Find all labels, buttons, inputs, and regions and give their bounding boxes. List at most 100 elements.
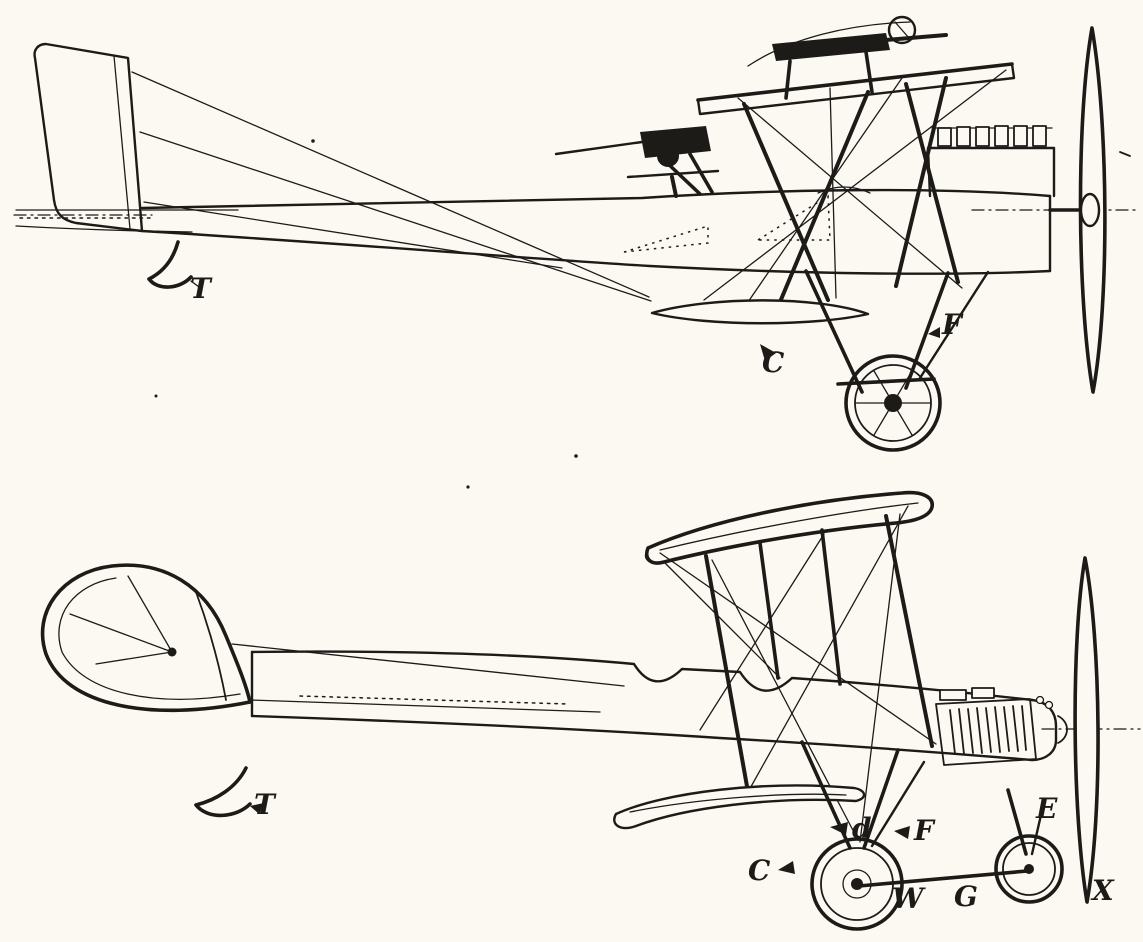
struts-and-rigging [659,505,937,843]
lower-wing-section [650,299,870,325]
label-C: C [748,854,771,887]
front-wheel-rim [1002,842,1056,896]
front-wheel-strut [1030,800,1046,856]
lower-wing-panel [613,784,866,830]
propeller-blade [1073,556,1100,904]
wheel-hub [884,394,902,412]
vertical-wire [829,87,837,299]
bracing-wire [231,643,625,687]
interplane-strut [884,514,934,748]
label-T: T [254,788,277,821]
label-W: W [892,882,926,915]
ring-sight [887,15,917,45]
cylinder [1032,125,1047,147]
top-wing-lower-chord [696,62,1016,116]
lower-wing [613,784,866,830]
louvre-panel [935,698,1037,766]
label-arrow [760,344,776,361]
figure-lower-biplane-side-view: T C d F E W G X [40,490,1141,931]
interplane-strut [742,102,830,302]
propeller-hub [1079,192,1101,228]
fin-inner-curve [58,577,241,700]
forward-gun-barrel [884,33,948,42]
gear-rear-strut [862,748,900,850]
bracing-wire [249,699,601,713]
tail-unit [15,42,239,289]
bracing-wire [131,71,650,298]
gear-rear-strut [904,271,950,390]
interplane-strut [904,82,960,284]
cabane-strut [820,528,842,686]
figure1-labels: T C F [190,272,964,379]
rear-machine-gun [554,126,720,198]
gun-mount-rail [626,169,720,179]
flying-wire [737,97,963,289]
cabane-strut [758,541,780,680]
flying-wire [859,513,901,843]
front-wheel-tire [994,834,1064,904]
landing-gear [804,269,990,452]
label-arrow [830,822,848,835]
speck [154,394,158,398]
louvre-slats [949,705,1027,755]
centre-section-struts [703,69,1007,304]
rudder-hinge-curve [195,591,227,701]
centreline-dotted [299,695,569,705]
flying-wire [663,561,781,679]
top-wing-chord-line [659,502,919,551]
flying-wire [703,69,1007,301]
ammo-drum [657,145,679,167]
label-arrow [928,327,940,338]
construction-triangle-dotted [623,224,709,253]
figure2-labels: T C d F E W G X [254,788,1115,915]
label-C: C [762,346,785,379]
flying-wire [659,552,937,745]
axle-bar [857,869,1029,888]
fuselage-bottom-line [140,229,1052,275]
tail-skid [194,766,252,818]
front-wheel-hub [1024,864,1034,874]
gun-mount-pillar [670,175,678,198]
cylinder [994,125,1009,147]
engine [926,125,1056,198]
tail-skid [147,240,193,289]
interplane-strut [894,76,948,288]
label-d: d [852,812,872,845]
nose-fitting [1035,695,1045,705]
forward-gun-mounts [784,50,874,100]
speck [311,139,315,143]
label-T: T [190,272,213,305]
label-arrow [778,861,795,874]
propeller [1041,556,1141,904]
label-arrow [250,803,264,814]
landing-gear [800,740,1064,931]
cylinder [956,126,971,147]
tail-unit [40,563,264,818]
control-horn [167,647,177,657]
main-wheel-tire [810,837,904,931]
rounded-fin-outline [40,563,252,713]
label-leader [190,280,200,288]
cylinder [937,127,952,147]
flying-wire [747,505,909,793]
gear-diagonal-strut [918,270,990,380]
label-arrow [894,826,910,839]
wheel-rim [854,364,932,442]
cylinder [975,126,990,147]
ring-sight-cross [894,21,910,39]
label-G: G [954,880,978,913]
paper-specks [154,139,1131,489]
label-F: F [941,308,964,341]
nose-cap [1030,698,1058,762]
label-F: F [913,814,936,847]
wing-tip-detail [644,547,651,563]
speck [466,485,470,489]
gear-spreader-bar [836,377,936,386]
forward-gun-body [772,33,890,61]
figure-upper-biplane-side-view: T C F [13,15,1141,452]
gun-barrel [554,140,644,156]
exhaust-stubs [939,687,995,701]
nose-fitting [1044,700,1054,710]
